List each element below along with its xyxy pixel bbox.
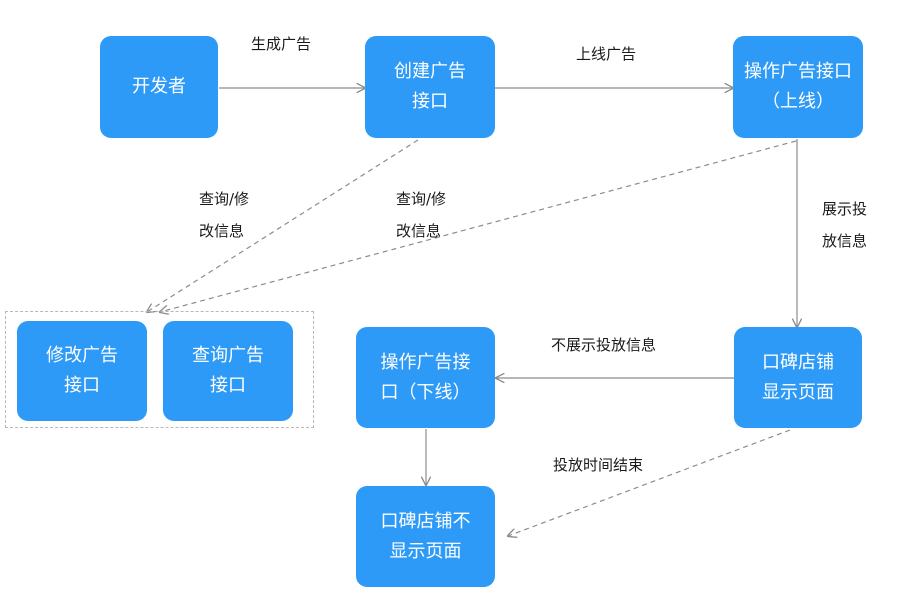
node-create-ad-api[interactable]: 创建广告 接口 <box>365 36 495 138</box>
label-go-online: 上线广告 <box>576 45 637 63</box>
label-delivery-time-end: 投放时间结束 <box>553 456 644 474</box>
node-shop-no-show-page[interactable]: 口碑店铺不 显示页面 <box>356 486 495 587</box>
label-show-delivery-info: 展示投 放信息 <box>822 200 868 250</box>
label-query-modify-left: 查询/修 改信息 <box>199 190 250 240</box>
node-shop-show-page[interactable]: 口碑店铺 显示页面 <box>734 327 862 428</box>
label-hide-delivery-info: 不展示投放信息 <box>551 336 657 354</box>
dashed-arrow-shop-show-to-shop-no-show <box>508 429 791 536</box>
node-query-ad-api[interactable]: 查询广告 接口 <box>163 321 293 421</box>
dashed-arrow-create-to-group <box>147 139 419 312</box>
label-query-modify-right: 查询/修 改信息 <box>396 190 447 240</box>
node-operate-ad-api-offline[interactable]: 操作广告接 口（下线） <box>356 327 495 428</box>
node-operate-ad-api-online[interactable]: 操作广告接口 （上线） <box>733 36 863 138</box>
label-generate-ad: 生成广告 <box>251 35 312 53</box>
api-group-box <box>5 311 314 428</box>
node-developer[interactable]: 开发者 <box>100 36 218 138</box>
dashed-arrow-online-to-group <box>160 140 797 312</box>
node-modify-ad-api[interactable]: 修改广告 接口 <box>17 321 147 421</box>
